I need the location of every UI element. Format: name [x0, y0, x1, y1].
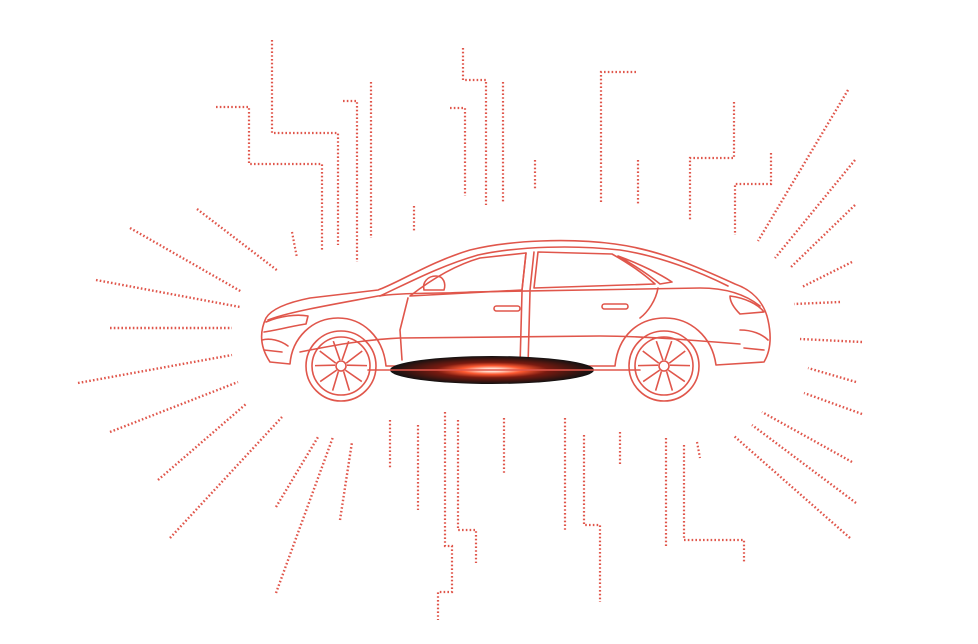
radiating-rays: [77, 89, 863, 594]
ray-line: [109, 380, 239, 434]
tire: [628, 330, 700, 402]
front-wheel-icon: [305, 330, 377, 402]
car-roof-inner: [379, 246, 729, 297]
rim-spoke: [314, 350, 337, 367]
headlight: [263, 314, 309, 333]
circuit-trace: [290, 231, 299, 259]
front-door-handle: [493, 305, 521, 312]
ray-line: [761, 410, 853, 464]
ray-line: [751, 424, 857, 504]
ray-line: [789, 204, 856, 269]
car-side-line: [299, 335, 741, 353]
circuit-trace: [450, 106, 467, 196]
circuit-trace: [270, 40, 340, 245]
rim-spoke: [668, 350, 691, 367]
b-pillar: [521, 251, 535, 291]
rim-spoke: [319, 369, 340, 391]
tire: [305, 330, 377, 402]
quarter-window: [617, 255, 673, 285]
rim-outer: [634, 336, 694, 396]
circuit-trace: [216, 105, 324, 250]
circuit-trace: [682, 445, 746, 562]
ray-line: [157, 403, 247, 481]
rim-spoke: [665, 369, 686, 391]
side-mirror: [422, 275, 446, 291]
rear-door: [527, 287, 659, 367]
taillight: [729, 295, 765, 315]
circuit-trace: [461, 48, 488, 205]
rear-bumper: [739, 329, 769, 351]
rear-window: [533, 251, 656, 289]
circuit-trace: [599, 70, 636, 203]
circuit-trace: [343, 99, 359, 262]
circuit-trace: [436, 412, 454, 620]
front-window: [409, 252, 527, 297]
circuit-trace: [688, 102, 736, 220]
ray-line: [793, 300, 841, 306]
ray-line: [801, 260, 853, 289]
ray-line: [803, 391, 863, 416]
rim-spoke: [642, 369, 663, 391]
circuit-trace: [733, 153, 773, 235]
circuit-trace: [456, 420, 478, 563]
ray-line: [807, 366, 857, 384]
front-grille: [261, 338, 289, 353]
rim-spoke: [342, 369, 363, 391]
ray-line: [129, 226, 243, 294]
rim-spoke: [655, 340, 673, 361]
ray-line: [799, 337, 863, 344]
ray-line: [338, 441, 354, 521]
rim-spoke: [345, 350, 368, 367]
ray-line: [756, 89, 850, 242]
car-side-icon: [260, 239, 771, 367]
front-door: [399, 291, 523, 367]
ray-line: [77, 353, 233, 385]
ray-line: [274, 436, 335, 594]
rear-wheel-icon: [628, 330, 700, 402]
ray-line: [95, 278, 241, 309]
circuit-trace: [695, 441, 702, 459]
rim-outer: [311, 336, 371, 396]
circuit-traces: [216, 40, 773, 620]
rear-door-handle: [601, 303, 629, 310]
ray-line: [169, 416, 283, 539]
rim-spoke: [637, 350, 660, 367]
ray-line: [196, 208, 279, 272]
hub: [335, 360, 347, 372]
circuit-trace: [582, 435, 602, 602]
hub: [658, 360, 670, 372]
ray-line: [733, 435, 851, 539]
rim-spoke: [332, 340, 350, 361]
car-body-contour: [267, 287, 761, 321]
ray-line: [774, 159, 856, 259]
